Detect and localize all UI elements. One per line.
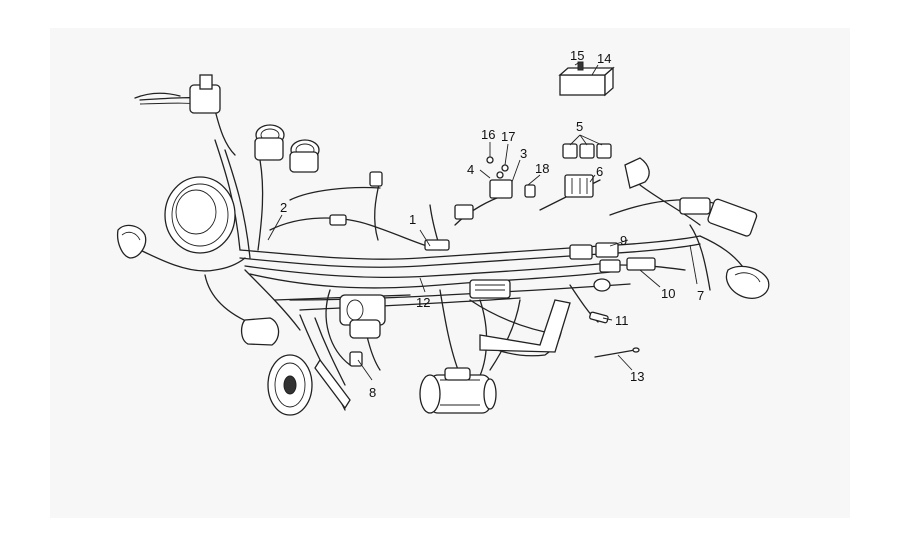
callout-13: 13 [630,369,644,384]
rear-turn-signal [725,265,770,299]
diagram-background [50,28,850,518]
callout-labels: 1 2 3 4 5 6 7 8 9 10 11 12 13 14 15 16 1… [280,48,704,400]
connector-block [564,174,594,198]
horn [267,354,313,416]
callout-8: 8 [369,385,376,400]
main-wiring-bundle [129,97,746,411]
callout-6: 6 [596,164,603,179]
callout-12: 12 [416,295,430,310]
callout-11: 11 [615,313,629,328]
callout-5: 5 [576,119,583,134]
callout-9: 9 [620,233,627,248]
frame-tube [479,299,571,353]
starter-motor [419,367,497,414]
callout-2: 2 [280,200,287,215]
callout-18: 18 [535,161,549,176]
tail-light [679,197,758,237]
side-lamp [240,317,280,346]
stand-switch [314,358,351,410]
terminal-lug [589,311,609,324]
callout-3: 3 [520,146,527,161]
callout-10: 10 [661,286,675,301]
sensor-plug [624,157,650,189]
callout-17: 17 [501,129,515,144]
callout-1: 1 [409,212,416,227]
small-clips [329,156,536,367]
front-turn-signal [116,224,147,259]
relay-group [562,143,612,159]
cdi-unit [469,279,511,299]
callout-16: 16 [481,127,495,142]
cable-tie [594,347,640,358]
fuse-box [558,61,615,97]
callout-15: 15 [570,48,584,63]
relay-row [569,242,656,292]
leader-lines [267,61,698,381]
callout-4: 4 [467,162,474,177]
headlight [164,176,236,254]
callout-7: 7 [697,288,704,303]
callout-14: 14 [597,51,611,66]
ignition-coil [339,294,386,339]
handlebar-switch [134,74,221,114]
instrument-gauges [254,124,320,173]
